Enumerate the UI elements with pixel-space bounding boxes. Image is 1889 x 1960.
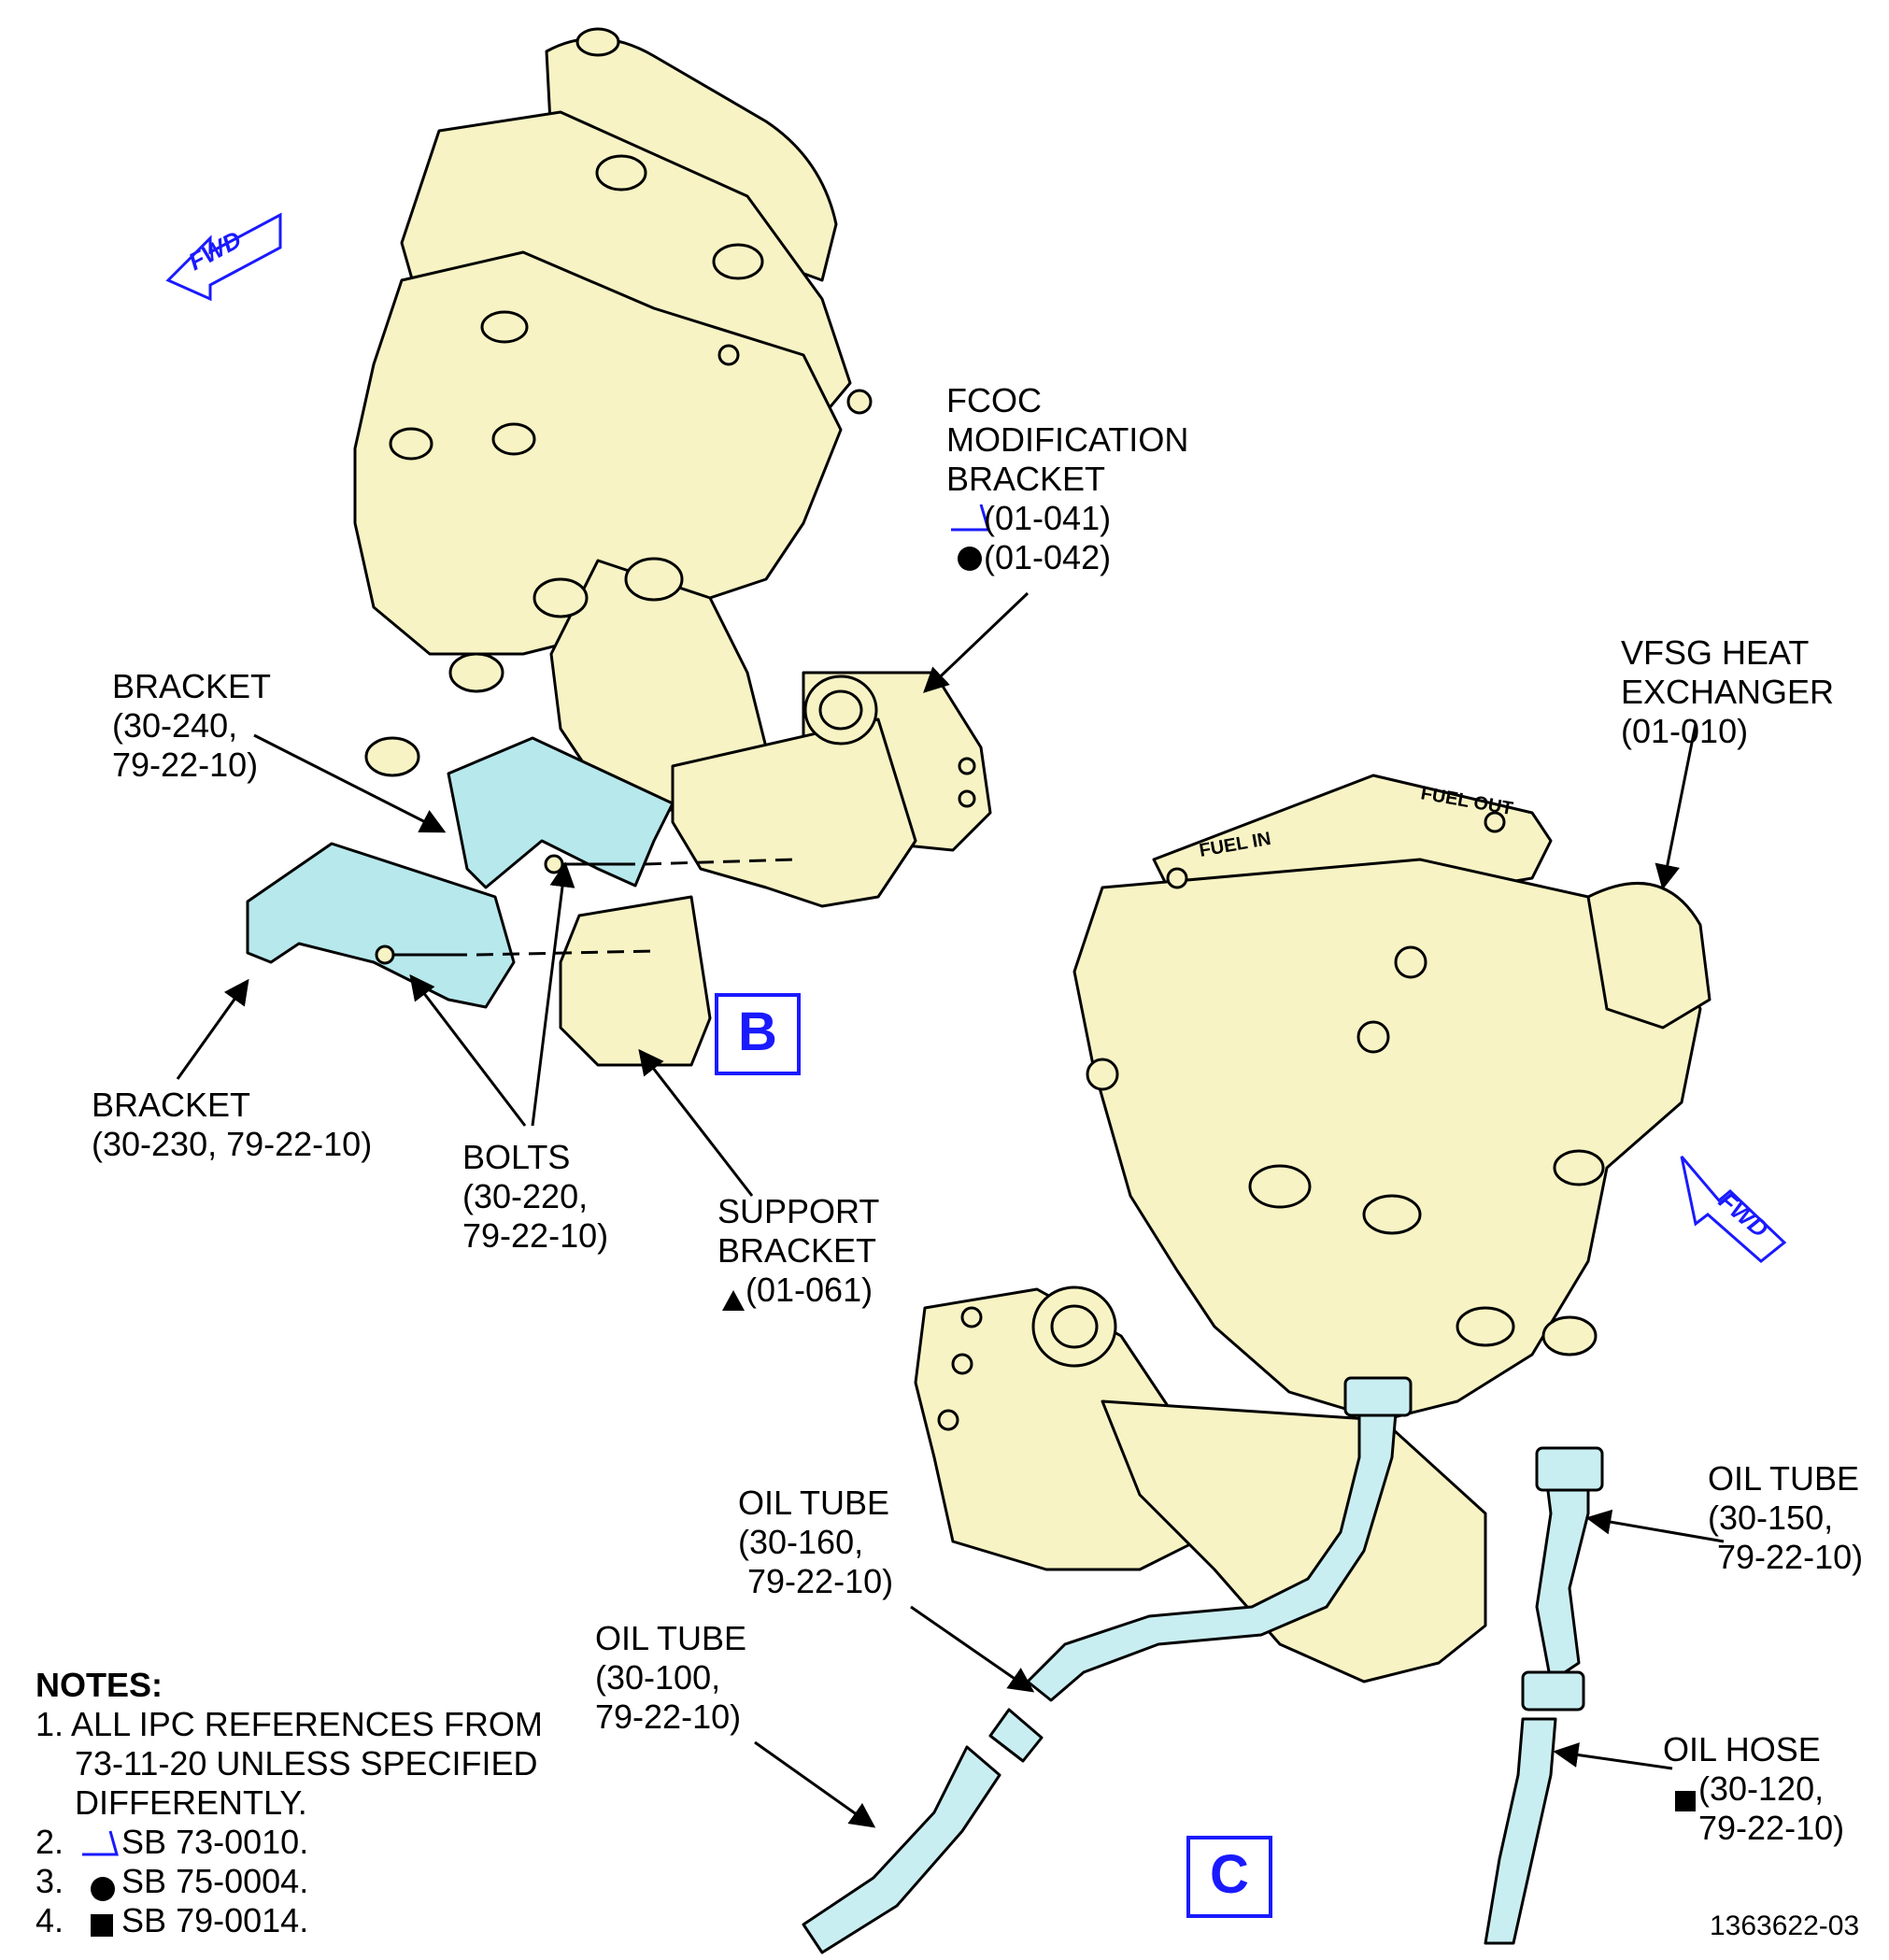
note-1: 1. ALL IPC REFERENCES FROM [36,1705,543,1744]
tube-150 [1535,1474,1590,1683]
oil-hose [1484,1717,1557,1945]
fwd-arrow-2-icon [1680,1156,1787,1263]
note-1-num: 1. [36,1705,64,1743]
sb-73-0010-flag-icon [951,504,991,532]
bracket-230-line-1: BRACKET [92,1086,251,1124]
bracket-240-line-1: BRACKET [112,667,272,705]
leaders-view-b [176,591,1030,1197]
note-3: 3. SB 75-0004. [36,1862,543,1901]
oil-tube-100-line-1: OIL TUBE [595,1619,747,1657]
figure-number: 1363622-03 [1710,1910,1860,1941]
note-1-line-2: 73-11-20 UNLESS SPECIFIED [75,1744,538,1782]
ports-view-b [364,27,976,808]
bolts-callout: BOLTS (30-220, 79-22-10) [462,1138,608,1256]
note-1-line-3: DIFFERENTLY. [75,1783,307,1822]
bracket-230-callout: BRACKET (30-230, 79-22-10) [92,1086,372,1164]
bracket-230-shape [246,842,516,1009]
heat-exchanger-view-c [914,774,1711,1683]
note-flag-icon [82,1830,119,1856]
oil-tube-100-line-3: 79-22-10) [595,1697,742,1736]
view-b-label: B [715,993,801,1075]
filled-circle-icon [958,547,982,571]
tube-150-nut [1535,1446,1604,1492]
note-2: 2. SB 73-0010. [36,1823,543,1862]
support-line-1: SUPPORT [717,1192,880,1230]
tube-100 [802,1745,1001,1954]
side-plate [671,717,917,908]
bolts-line-1: BOLTS [462,1138,571,1176]
bracket-240-line-3: 79-22-10) [112,746,259,784]
oil-hose-line-2: (30-120, [1698,1769,1825,1808]
bolts-line-3: 79-22-10) [462,1216,609,1255]
oil-tube-150-line-2: (30-150, [1708,1498,1834,1537]
tube-160-nut [1343,1376,1413,1417]
note-2-text: SB 73-0010. [121,1823,309,1861]
note-2-num: 2. [36,1823,64,1861]
fcoc-ref-2: (01-042) [984,538,1112,576]
vfsg-line-3: (01-010) [1621,712,1749,750]
tube-160-end [988,1708,1044,1763]
note-4-num: 4. [36,1901,64,1939]
note-circle-icon [91,1877,115,1901]
fcoc-line-1: FCOC [946,381,1042,419]
leaders-view-c [754,723,1725,1828]
fcoc-bracket-callout: FCOC MODIFICATION BRACKET (01-041) (01-0… [946,381,1188,577]
oil-tube-150-line-3: 79-22-10) [1717,1538,1864,1576]
oil-tube-150-callout: OIL TUBE (30-150, 79-22-10) [1708,1459,1863,1577]
vfsg-line-1: VFSG HEAT [1621,633,1810,672]
note-3-num: 3. [36,1862,64,1900]
oil-tube-100-line-2: (30-100, [595,1658,721,1697]
notes-block: NOTES: 1. ALL IPC REFERENCES FROM 73-11-… [36,1666,543,1940]
support-bracket-callout: SUPPORT BRACKET (01-061) [717,1192,879,1310]
bolts-line-2: (30-220, [462,1177,589,1215]
support-ref: (01-061) [746,1271,873,1309]
fcoc-line-3: BRACKET [946,460,1106,498]
oil-tube-160-callout: OIL TUBE (30-160, 79-22-10) [738,1484,893,1601]
filled-triangle-icon [722,1290,745,1311]
fcoc-line-2: MODIFICATION [946,420,1189,459]
tube-160 [1026,1399,1399,1702]
bracket-240-line-2: (30-240, [112,706,238,745]
bracket-230-line-2: (30-230, 79-22-10) [92,1125,373,1163]
note-4: 4. SB 79-0014. [36,1901,543,1940]
vfsg-callout: VFSG HEAT EXCHANGER (01-010) [1621,633,1834,751]
oil-hose-line-1: OIL HOSE [1663,1730,1821,1768]
lower-bracket-c [1101,1399,1487,1683]
note-3-text: SB 75-0004. [121,1862,309,1900]
oil-tube-160-line-1: OIL TUBE [738,1484,890,1522]
note-4-text: SB 79-0014. [121,1901,309,1939]
tube-150-lower-nut [1521,1670,1585,1711]
vfsg-line-2: EXCHANGER [1621,673,1835,711]
fwd-arrow-1-icon [165,212,282,302]
view-c-label: C [1186,1836,1272,1918]
oil-tube-160-line-2: (30-160, [738,1523,864,1561]
oil-hose-callout: OIL HOSE (30-120, 79-22-10) [1663,1730,1844,1848]
notes-title: NOTES: [36,1666,163,1704]
oil-tube-150-line-1: OIL TUBE [1708,1459,1860,1498]
bracket-240-callout: BRACKET (30-240, 79-22-10) [112,667,271,785]
dome [1586,882,1711,1030]
note-1-line-1: ALL IPC REFERENCES FROM [71,1705,543,1743]
oil-hose-line-3: 79-22-10) [1698,1809,1845,1847]
fcoc-ref-1: (01-041) [984,499,1112,537]
oil-tubes [802,1376,1604,1954]
ports-view-c [937,811,1605,1431]
support-bracket-shape [559,895,712,1067]
oil-tube-160-line-3: 79-22-10) [747,1562,894,1600]
note-square-icon [91,1914,113,1937]
bracket-240-shape [447,736,675,889]
filled-square-icon [1675,1791,1696,1811]
support-line-2: BRACKET [717,1231,877,1270]
oil-tube-100-callout: OIL TUBE (30-100, 79-22-10) [595,1619,746,1737]
